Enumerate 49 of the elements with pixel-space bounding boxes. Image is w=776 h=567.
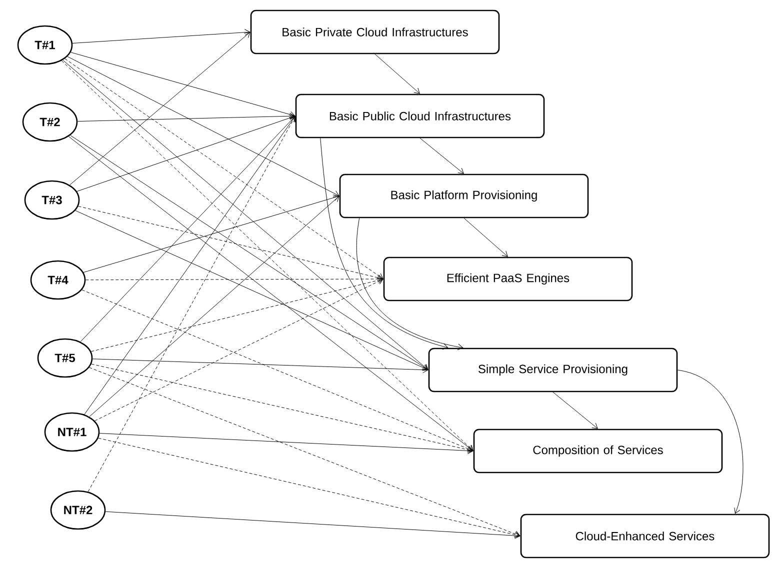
process-box: Basic Private Cloud Infrastructures bbox=[250, 10, 500, 54]
arrow bbox=[62, 60, 428, 370]
ellipse-node: T#4 bbox=[30, 260, 86, 300]
arrow bbox=[75, 210, 428, 371]
arrow bbox=[67, 56, 340, 196]
arrow bbox=[90, 277, 384, 352]
arrow bbox=[320, 138, 448, 350]
arrow bbox=[99, 433, 474, 454]
arrow bbox=[374, 54, 420, 94]
arrow bbox=[92, 358, 428, 374]
arrow bbox=[76, 114, 296, 192]
arrow bbox=[61, 60, 474, 451]
arrow bbox=[70, 32, 250, 186]
arrow bbox=[88, 367, 520, 538]
process-box: Basic Public Cloud Infrastructures bbox=[295, 94, 545, 138]
process-box: Basic Platform Provisioning bbox=[339, 174, 589, 218]
arrow bbox=[89, 196, 340, 417]
arrow bbox=[70, 135, 428, 370]
arrow bbox=[677, 370, 744, 514]
arrow bbox=[356, 218, 464, 350]
arrow bbox=[78, 206, 384, 281]
arrow bbox=[94, 278, 384, 422]
process-box: Cloud-Enhanced Services bbox=[520, 514, 770, 558]
ellipse-node: T#5 bbox=[37, 338, 93, 378]
arrow bbox=[64, 58, 384, 279]
arrow bbox=[83, 194, 340, 273]
process-box: Simple Service Provisioning bbox=[428, 348, 678, 392]
arrow bbox=[85, 276, 384, 282]
ellipse-node: T#3 bbox=[24, 180, 80, 220]
arrow bbox=[88, 116, 296, 492]
arrow bbox=[77, 112, 296, 122]
ellipse-node: T#2 bbox=[22, 102, 78, 142]
arrow bbox=[72, 29, 250, 44]
arrow bbox=[84, 116, 296, 415]
ellipse-node: NT#2 bbox=[50, 490, 106, 530]
ellipse-node: NT#1 bbox=[44, 412, 100, 452]
arrow bbox=[105, 511, 520, 539]
arrow bbox=[552, 392, 598, 429]
arrow bbox=[68, 136, 474, 451]
process-box: Efficient PaaS Engines bbox=[383, 256, 633, 302]
process-box: Composition of Services bbox=[473, 428, 723, 474]
arrow bbox=[80, 116, 296, 342]
arrow bbox=[98, 438, 520, 538]
ellipse-node: T#1 bbox=[17, 25, 73, 65]
arrow bbox=[91, 364, 474, 453]
arrow bbox=[420, 138, 464, 174]
arrow bbox=[70, 52, 296, 118]
arrow bbox=[464, 218, 508, 257]
arrow bbox=[82, 290, 474, 452]
